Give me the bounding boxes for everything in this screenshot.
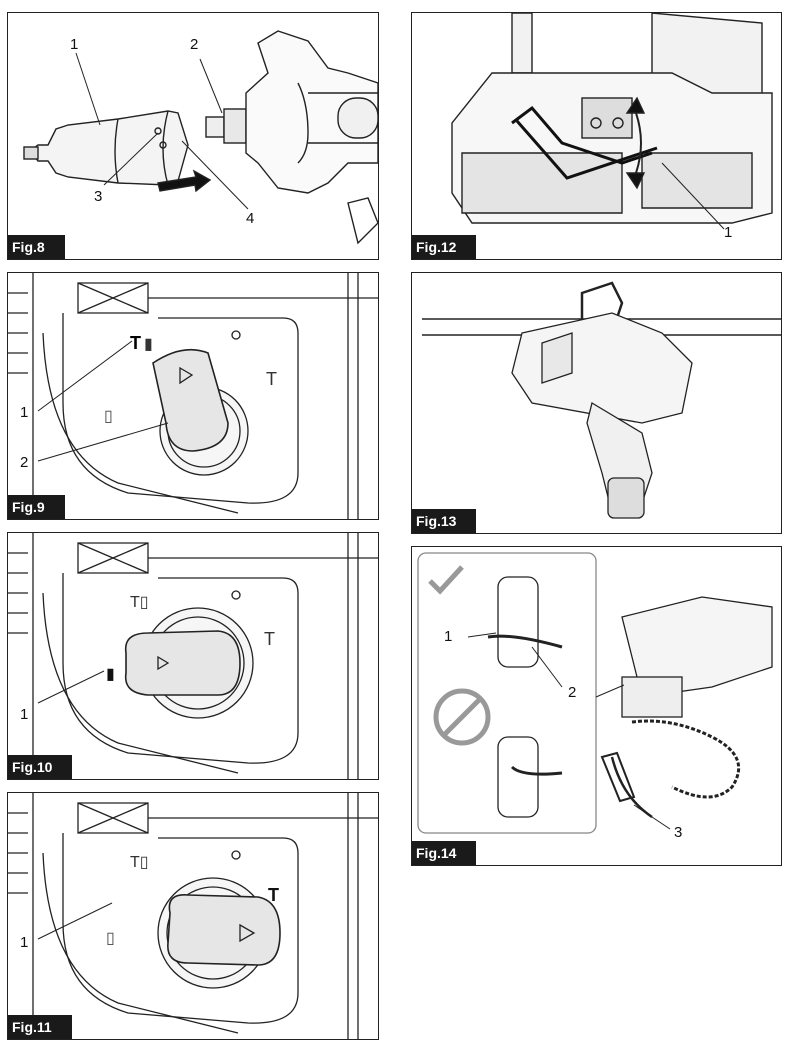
fig14-callout-2: 2 <box>568 684 577 701</box>
fig10-chisel-icon-active: ▮ <box>106 666 115 683</box>
fig8-callout-2: 2 <box>190 36 199 53</box>
figure-10: T▯ T ▮ 1 Fig.10 <box>7 532 379 780</box>
fig13-label: Fig.13 <box>412 509 477 533</box>
fig14-label: Fig.14 <box>412 841 477 865</box>
fig9-callout-1: 1 <box>20 404 29 421</box>
fig9-chisel-icon-top: ▮ <box>144 336 153 353</box>
fig11-mode-dial-illustration: T▯ T ▯ <box>8 793 378 1039</box>
figure-12: 1 Fig.12 <box>411 12 782 260</box>
fig8-callout-1: 1 <box>70 36 79 53</box>
fig14-callout-3: 3 <box>674 824 683 841</box>
fig13-hanging-tool-illustration <box>422 281 781 519</box>
fig11-callout-1: 1 <box>20 934 29 951</box>
fig8-callout-3: 3 <box>94 188 103 205</box>
fig12-hook-illustration <box>451 13 773 230</box>
figure-9: T ▮ ▯ T 1 2 Fig.9 <box>7 272 379 520</box>
fig10-callout-1: 1 <box>20 706 29 723</box>
fig9-label: Fig.9 <box>8 495 65 519</box>
fig11-hammer-rotation-icon: T▯ <box>130 854 149 871</box>
fig11-chisel-icon: ▯ <box>106 930 115 947</box>
fig12-callout-1: 1 <box>724 224 733 241</box>
fig9-rotation-icon: T <box>266 369 277 389</box>
fig9-callout-2: 2 <box>20 454 29 471</box>
fig8-callout-4: 4 <box>246 210 255 227</box>
fig12-label: Fig.12 <box>412 235 477 259</box>
figure-11: T▯ T ▯ 1 Fig.11 <box>7 792 379 1040</box>
fig10-hammer-rotation-icon: T▯ <box>130 594 149 611</box>
fig9-chisel-icon-left: ▯ <box>104 408 113 425</box>
fig10-label: Fig.10 <box>8 755 73 779</box>
figure-13: Fig.13 <box>411 272 782 534</box>
fig10-rotation-icon: T <box>264 629 275 649</box>
fig11-rotation-icon-active: T <box>268 885 279 905</box>
fig14-lanyard-illustration <box>417 552 773 834</box>
fig8-label: Fig.8 <box>8 235 65 259</box>
fig14-callout-1: 1 <box>444 628 453 645</box>
fig9-hammer-rotation-icon: T <box>130 333 141 353</box>
fig10-mode-dial-illustration: T▯ T ▮ <box>8 533 378 779</box>
fig11-label: Fig.11 <box>8 1015 72 1039</box>
figure-8: 1 2 3 4 Fig.8 <box>7 12 379 260</box>
fig8-bit-chuck-illustration <box>23 30 378 245</box>
figure-14: 1 2 3 Fig.14 <box>411 546 782 866</box>
fig9-mode-dial-illustration: T ▮ ▯ T <box>8 273 378 519</box>
